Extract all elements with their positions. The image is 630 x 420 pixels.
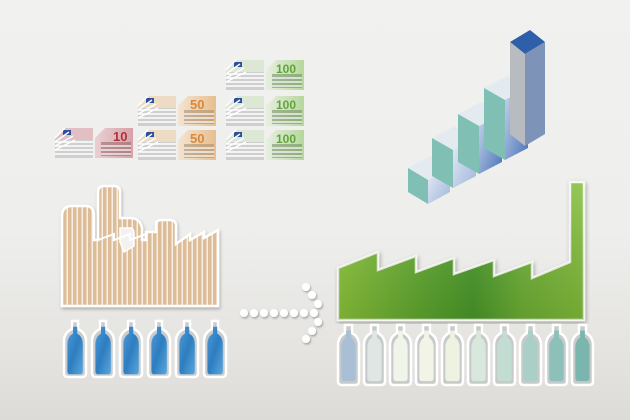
new-bottles-row (335, 322, 597, 388)
svg-text:100: 100 (276, 98, 296, 112)
bottle-4 (146, 319, 172, 379)
svg-text:50: 50 (190, 97, 204, 112)
svg-text:100: 100 (276, 132, 296, 146)
stack-100-euro-bottom: 100 (225, 129, 304, 161)
bottle-8 (518, 323, 543, 387)
bottle-3 (388, 323, 413, 387)
svg-text:100: 100 (276, 62, 296, 76)
stack-50-euro-top: 50 (137, 95, 216, 127)
bottle-9 (544, 323, 569, 387)
money-stacks: 10 50 50 (50, 50, 310, 170)
bottle-1 (336, 323, 361, 387)
bottle-6 (466, 323, 491, 387)
bottle-5 (174, 319, 200, 379)
bottle-4 (414, 323, 439, 387)
bar-5 (510, 30, 545, 146)
svg-text:10: 10 (113, 129, 127, 144)
old-bottles-row (60, 317, 230, 379)
bottle-2 (90, 319, 116, 379)
bottle-7 (492, 323, 517, 387)
dotted-arrow-right-icon (236, 280, 332, 346)
stack-100-euro-middle: 100 (225, 95, 304, 127)
bottle-5 (440, 323, 465, 387)
svg-text:50: 50 (190, 131, 204, 146)
bottle-1 (62, 319, 88, 379)
stack-10-euro: 10 (54, 127, 133, 159)
bottle-10 (570, 323, 595, 387)
stack-50-euro-bottom: 50 (137, 129, 216, 161)
wooden-factory-icon (58, 182, 228, 312)
stack-100-euro-top: 100 (225, 59, 304, 91)
bottle-3 (118, 319, 144, 379)
bottle-6 (202, 319, 228, 379)
green-factory-icon (334, 178, 590, 324)
bottle-2 (362, 323, 387, 387)
growth-bar-chart-icon (400, 28, 545, 208)
